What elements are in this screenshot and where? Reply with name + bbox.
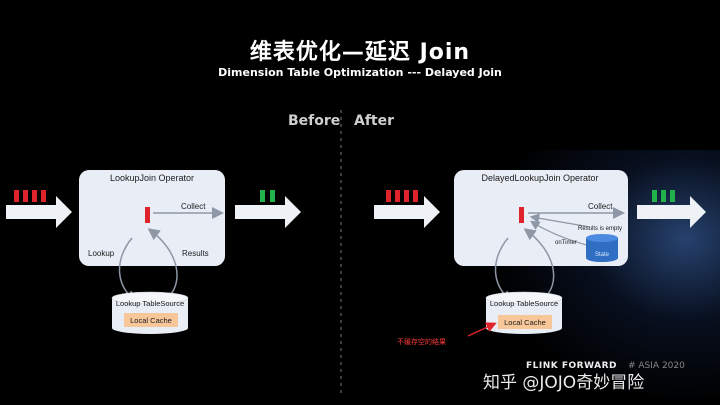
after-output-arrow xyxy=(637,196,706,228)
watermark-text: 知乎 @JOJO奇妙冒险 xyxy=(483,373,645,393)
before-output-record xyxy=(260,190,265,202)
before-output-record xyxy=(270,190,275,202)
after-annotation-label: 不缓存空的结果 xyxy=(397,337,446,346)
after-ontimer-arrow xyxy=(529,220,591,247)
before-input-record xyxy=(41,190,46,202)
slide-title: 维表优化—延迟 Join xyxy=(249,40,471,65)
after-state-store xyxy=(586,234,618,262)
after-cache-label: Local Cache xyxy=(504,318,546,327)
before-source-label: Lookup TableSource xyxy=(116,299,184,308)
after-source-label: Lookup TableSource xyxy=(490,299,558,308)
after-output-record xyxy=(652,190,657,202)
after-output-record xyxy=(661,190,666,202)
before-output-stream xyxy=(235,190,301,228)
before-input-record xyxy=(14,190,19,202)
before-output-arrow xyxy=(235,196,301,228)
after-results-empty-arrow xyxy=(529,213,591,228)
after-output-record xyxy=(670,190,675,202)
after-state-label: State xyxy=(595,252,610,258)
slide-subtitle: Dimension Table Optimization --- Delayed… xyxy=(218,66,502,79)
before-input-arrow xyxy=(6,196,72,228)
after-operator-label: DelayedLookupJoin Operator xyxy=(481,173,598,183)
before-record-marker xyxy=(145,207,150,223)
before-operator-label: LookupJoin Operator xyxy=(110,173,194,183)
after-results-empty-label: Results is empty xyxy=(578,226,622,232)
after-input-record xyxy=(413,190,418,202)
after-record-marker xyxy=(519,207,524,223)
before-input-record xyxy=(32,190,37,202)
before-collect-label: Collect xyxy=(181,202,206,211)
after-input-stream xyxy=(374,190,440,228)
before-input-stream xyxy=(6,190,72,228)
after-input-record xyxy=(404,190,409,202)
before-results-label: Results xyxy=(182,249,209,258)
before-input-record xyxy=(23,190,28,202)
after-input-record xyxy=(386,190,391,202)
after-annotation-arrow xyxy=(467,322,497,337)
after-input-record xyxy=(395,190,400,202)
footer-brand-suffix: # ASIA 2020 xyxy=(628,361,685,371)
before-operator-box xyxy=(79,170,225,266)
before-cache-label: Local Cache xyxy=(130,316,172,325)
before-local-cache xyxy=(124,313,178,327)
after-output-stream xyxy=(637,190,706,228)
phase-after-label: After xyxy=(354,113,395,129)
after-input-arrow xyxy=(374,196,440,228)
footer-brand: FLINK FORWARD xyxy=(526,361,617,371)
after-collect-label: Collect xyxy=(588,202,613,211)
before-lookup-label: Lookup xyxy=(88,249,115,258)
after-ontimer-label: onTimer xyxy=(555,240,577,246)
after-local-cache xyxy=(498,315,552,329)
phase-before-label: Before xyxy=(288,113,341,129)
